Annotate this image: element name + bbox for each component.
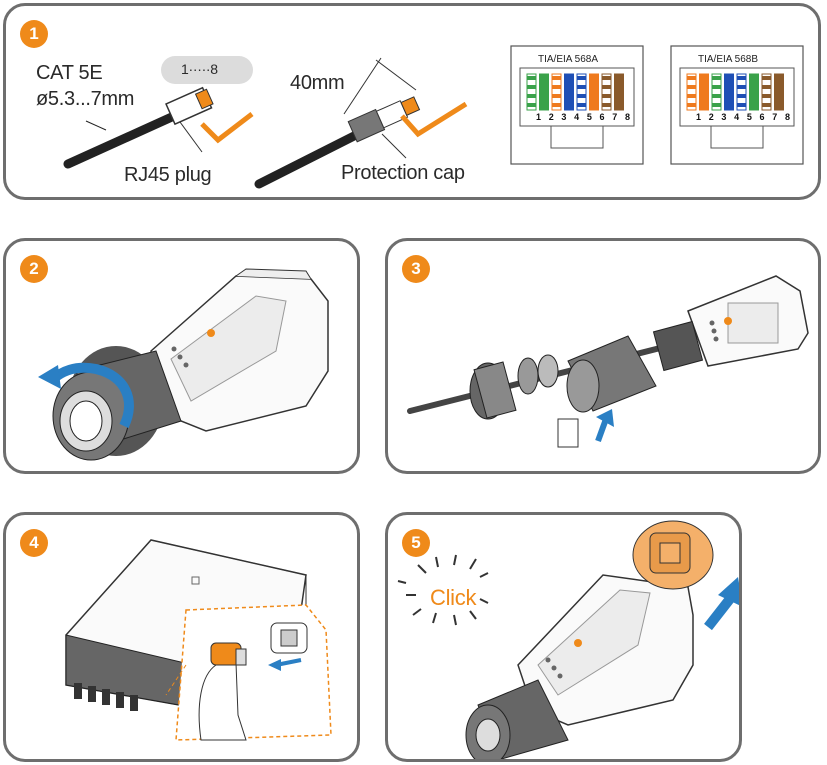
wiresB-pin-7-stripe: [762, 85, 771, 89]
step-1-panel: 1: [3, 3, 821, 200]
wiresA-pin-1-stripe: [527, 76, 536, 80]
wiresA-pin-7-stripe: [602, 85, 611, 89]
wiresB-pin-1-stripe: [687, 94, 696, 98]
wiresB-pin-1-stripe: [687, 76, 696, 80]
strip-length-label: 40mm: [290, 72, 345, 94]
click-label: Click: [430, 585, 477, 610]
wiresB-pin-5: [736, 73, 747, 111]
step-2-badge: 2: [20, 255, 48, 283]
wiresB-pin-1-stripe: [687, 85, 696, 89]
wiresA-pin-7-stripe: [602, 103, 611, 107]
wiresB-pin-7-stripe: [762, 94, 771, 98]
step-4-panel: 4: [3, 512, 360, 762]
568b-pin-numbers: 1 2 3 4 5 6 7 8: [696, 112, 793, 122]
wiresB-pin-5-stripe: [737, 76, 746, 80]
wiresB-pin-7-stripe: [762, 103, 771, 107]
wiresA-pin-7: [601, 73, 612, 111]
wiresA-pin-4: [564, 73, 574, 111]
wiresA-pin-3-stripe: [552, 76, 561, 80]
wiresA-pin-6: [589, 73, 599, 111]
step-3-badge: 3: [402, 255, 430, 283]
protection-cap-label: Protection cap: [341, 162, 465, 184]
wiresA-pin-8: [614, 73, 624, 111]
wiresA-pin-7-stripe: [602, 76, 611, 80]
wiresA-pin-2: [539, 73, 549, 111]
step-5-illustration: [397, 520, 739, 759]
step-5-panel: 5 Click: [385, 512, 742, 762]
step-4-badge: 4: [20, 529, 48, 557]
wiresB-pin-1: [686, 73, 697, 111]
wiresA-pin-3-stripe: [552, 94, 561, 98]
cable-diameter-label: ø5.3...7mm: [36, 88, 135, 110]
step-2-illustration: [38, 268, 329, 461]
wiresB-pin-3-stripe: [712, 94, 721, 98]
cable-tag-label: 1·····8: [181, 61, 218, 77]
wiring-diagram-568b: [670, 45, 804, 165]
wiresA-pin-5-stripe: [577, 103, 586, 107]
wiring-diagram-568a: [510, 45, 644, 165]
568a-pin-numbers: 1 2 3 4 5 6 7 8: [536, 112, 633, 122]
step-3-illustration: [407, 275, 809, 448]
wiresB-pin-3-stripe: [712, 103, 721, 107]
wiresB-pin-7-stripe: [762, 76, 771, 80]
wiresB-pin-5-stripe: [737, 103, 746, 107]
step-5-badge: 5: [402, 529, 430, 557]
wiresA-pin-7-stripe: [602, 94, 611, 98]
step-4-illustration: [65, 539, 332, 741]
568b-title: TIA/EIA 568B: [698, 54, 759, 65]
step-2-panel: 2: [3, 238, 360, 474]
wiresB-pin-3-stripe: [712, 85, 721, 89]
wiresA-pin-3-stripe: [552, 103, 561, 107]
wiresA-pin-5-stripe: [577, 94, 586, 98]
wiresB-pin-3-stripe: [712, 76, 721, 80]
wiresA-pin-1-stripe: [527, 85, 536, 89]
wiresA-pin-3-stripe: [552, 85, 561, 89]
step-1-badge: 1: [20, 20, 48, 48]
rj45-plug-label: RJ45 plug: [124, 164, 212, 186]
wiresB-pin-8: [774, 73, 784, 111]
wiresB-pin-6: [749, 73, 759, 111]
wiresB-pin-4: [724, 73, 734, 111]
wiresA-pin-3: [551, 73, 562, 111]
wiresA-pin-5: [576, 73, 587, 111]
568a-title: TIA/EIA 568A: [538, 54, 599, 65]
wiresA-pin-5-stripe: [577, 76, 586, 80]
wiresB-pin-2: [699, 73, 709, 111]
wiresA-pin-5-stripe: [577, 85, 586, 89]
wiresA-pin-1-stripe: [527, 94, 536, 98]
wiresB-pin-7: [761, 73, 772, 111]
wiresB-pin-1-stripe: [687, 103, 696, 107]
step-1-illustration: [63, 45, 804, 189]
cable-type-label: CAT 5E: [36, 62, 103, 84]
wiresB-pin-3: [711, 73, 722, 111]
step-3-panel: 3: [385, 238, 821, 474]
wiresA-pin-1-stripe: [527, 103, 536, 107]
wiresA-pin-1: [526, 73, 537, 111]
wiresB-pin-5-stripe: [737, 94, 746, 98]
wiresB-pin-5-stripe: [737, 85, 746, 89]
